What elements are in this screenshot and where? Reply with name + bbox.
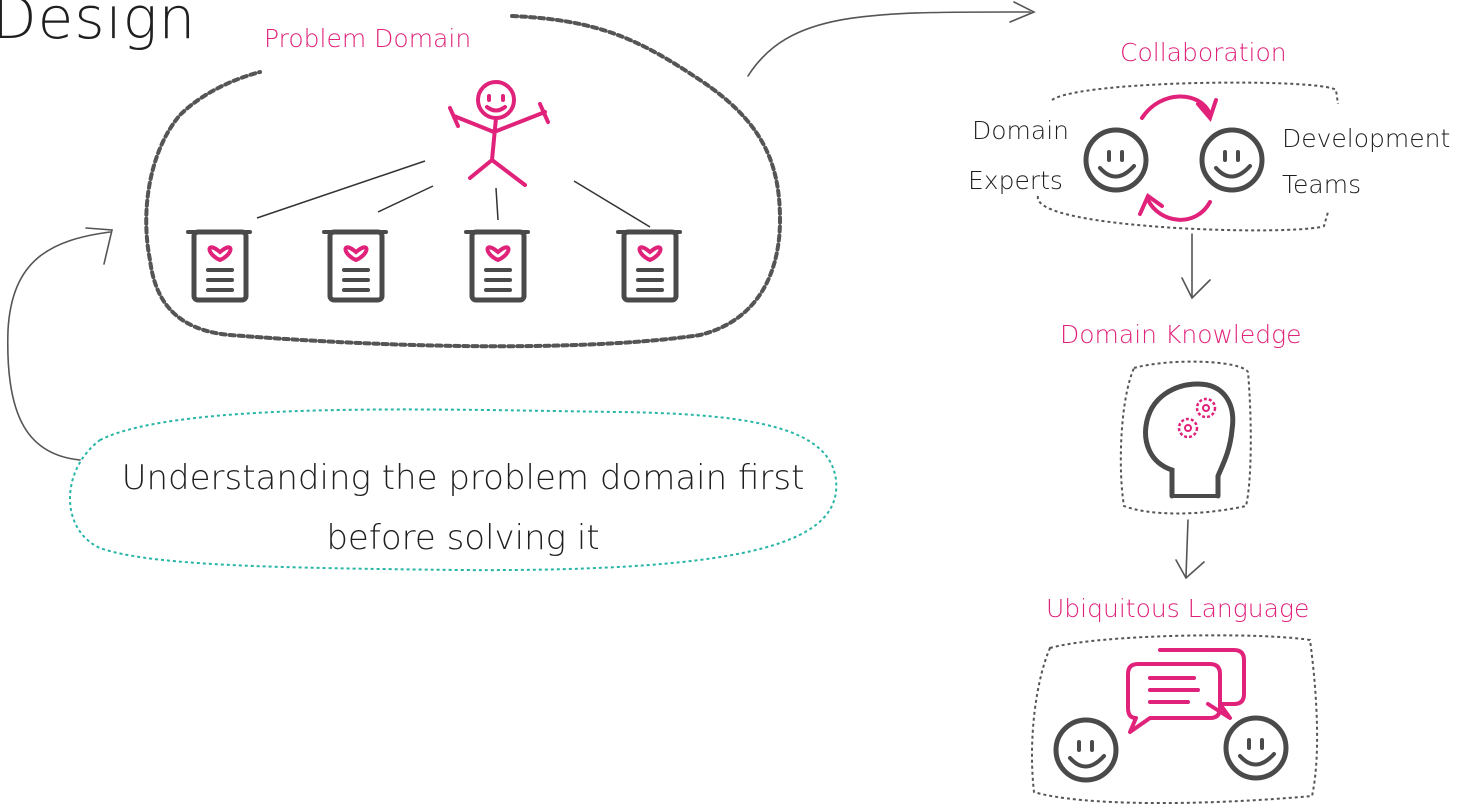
arrow-note-to-domain	[6, 227, 113, 461]
collaboration-label: Collaboration	[1120, 38, 1287, 67]
ubiquitous-language-boundary	[1030, 634, 1319, 805]
arrow-to-ubiquitous-language	[1175, 519, 1205, 580]
ubiquitous-language-label: Ubiquitous Language	[1046, 594, 1310, 623]
document-icon-2	[324, 232, 386, 300]
collaboration-boundary-bottom	[1036, 195, 1329, 232]
domain-knowledge-label: Domain Knowledge	[1060, 320, 1302, 349]
document-icon-4	[618, 232, 680, 300]
speaker-right-smiley-icon	[1226, 718, 1286, 778]
speaker-left-smiley-icon	[1056, 720, 1116, 780]
note-outline	[69, 408, 838, 572]
arrow-to-domain-knowledge	[1181, 233, 1211, 300]
domain-expert-smiley-icon	[1086, 130, 1146, 190]
problem-domain-label: Problem Domain	[264, 24, 472, 53]
user-figure-icon	[448, 80, 550, 187]
domain-knowledge-boundary	[1119, 360, 1252, 515]
document-icon-1	[188, 232, 250, 300]
document-icon-3	[466, 232, 528, 300]
user-document-links	[256, 160, 651, 228]
domain-experts-label-line1: Domain	[972, 116, 1070, 145]
note-line-1: Understanding the problem domain first	[121, 458, 805, 498]
note-line-2: before solving it	[326, 518, 600, 558]
page-title: Design	[0, 0, 197, 52]
collaboration-cycle-icon	[1138, 94, 1218, 222]
speech-bubbles-icon	[1126, 648, 1246, 734]
development-teams-label-line1: Development	[1282, 124, 1451, 153]
head-gears-icon	[1143, 381, 1236, 499]
collaboration-boundary-top	[1051, 81, 1339, 105]
problem-domain-boundary	[144, 14, 783, 349]
development-team-smiley-icon	[1202, 130, 1262, 190]
development-teams-label-line2: Teams	[1282, 170, 1362, 199]
domain-experts-label-line2: Experts	[968, 166, 1063, 195]
arrow-to-collaboration	[747, 1, 1036, 77]
